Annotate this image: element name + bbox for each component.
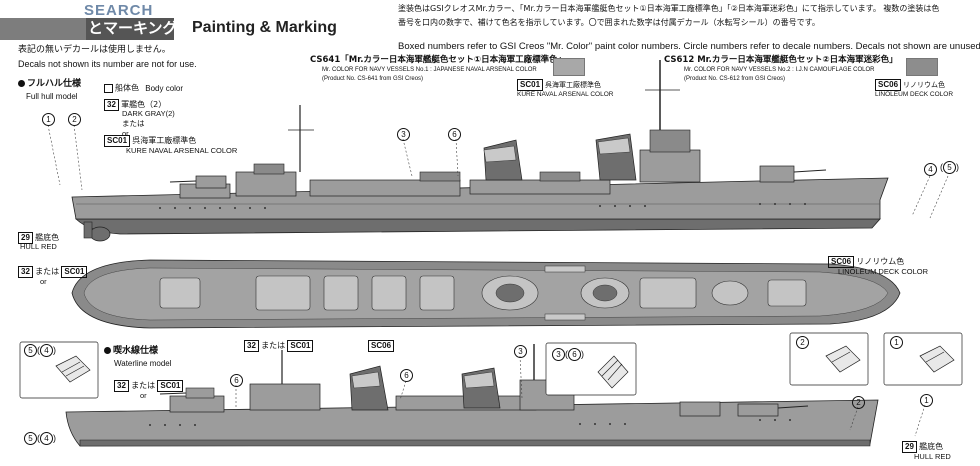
wl-decal-6b: 6 (400, 369, 413, 382)
waterline-or-en: or (140, 391, 147, 400)
c32-label: 32 軍艦色（2） (104, 99, 166, 111)
title-bar: とマーキング (0, 18, 178, 40)
set2-en: Mr. COLOR FOR NAVY VESSELS No.2 : I.J.N … (684, 67, 875, 73)
full-hull-ship (71, 60, 889, 242)
full-hull-en: Full hull model (26, 92, 78, 101)
wl-decal-3: 3 (514, 345, 527, 358)
set2-swatch (906, 58, 938, 76)
title-tab (0, 18, 86, 40)
waterline-ship (65, 344, 879, 447)
set2-title: CS612 Mr.カラー日本海軍艦艇色セット②日本海軍迷彩色」 (664, 55, 898, 65)
title-en: Painting & Marking (192, 19, 337, 36)
sc01-en: KURE NAVAL ARSENAL COLOR (126, 146, 238, 155)
body-color-label: 船体色 Body color (104, 84, 183, 93)
wl-callout-decals-left: 5(4) (24, 344, 56, 357)
decal-note-en: Decals not shown its number are not for … (18, 59, 197, 69)
wl-callout-decals-r2: 1 (890, 336, 903, 349)
set2-swatch-label: SC06 リノリウム色 (875, 79, 945, 91)
decal-note-jp: 表記の無いデカールは使用しません。 (18, 45, 171, 55)
title-jp: とマーキング (88, 19, 178, 37)
wl-callout-decals-mid: 3(6) (552, 348, 584, 361)
c32-en: DARK GRAY(2) (122, 109, 175, 118)
set2-swatch-jp: リノリウム色 (902, 81, 945, 89)
deck-center-sc06-box: SC06 (368, 340, 395, 352)
decal-6-funnel: 6 (448, 128, 461, 141)
deck-center-c32: 32 (244, 340, 259, 352)
waterline-en: Waterline model (114, 359, 172, 368)
set2-swatch-en: LINOLEUM DECK COLOR (875, 91, 954, 98)
set1-en: Mr. COLOR FOR NAVY VESSELS No.1 : JAPANE… (322, 67, 537, 73)
deck-sc06-en: LINOLEUM DECK COLOR (838, 267, 929, 276)
deck-c32-box: 32 (18, 266, 33, 278)
deck-or-en: or (40, 277, 47, 286)
deck-center-label: 32 または SC01 (244, 340, 314, 352)
deck-top-view (71, 259, 901, 329)
instruction-jp-1: 塗装色はGSIクレオスMr.カラー、「Mr.カラー日本海軍艦艇色セット①日本海軍… (398, 4, 940, 13)
wl-decal-6: 6 (230, 374, 243, 387)
decal-patches (55, 345, 955, 389)
hull-red-label: 29 艦底色 (18, 232, 59, 244)
decal-5-stern: (5) (940, 161, 959, 174)
or-jp: または (122, 119, 145, 128)
wl-sc01-box: SC01 (157, 380, 184, 392)
sc06-box: SC06 (875, 79, 902, 91)
deck-c32-label: 32 または SC01 (18, 266, 88, 278)
wl-c32-box: 32 (114, 380, 129, 392)
sc01-label: SC01 呉海軍工廠標準色 (104, 135, 196, 147)
watermark: SEARCH (84, 2, 154, 19)
set1-swatch-jp: 呉海軍工廠標準色 (544, 81, 601, 89)
set1-swatch-label: SC01 呉海軍工廠標準色 (517, 79, 601, 91)
decal-4-stern: 4 (924, 163, 937, 176)
deck-center-sc01: SC01 (287, 340, 314, 352)
wl-decal-1: 1 (920, 394, 933, 407)
decal-3-funnel: 3 (397, 128, 410, 141)
set1-swatch (553, 58, 585, 76)
sc01-box: SC01 (517, 79, 544, 91)
c32-box: 32 (104, 99, 119, 111)
square-icon (104, 84, 113, 93)
wl-callout-decals-r1: 2 (796, 336, 809, 349)
set1-product: (Product No. CS-641 from GSI Creos) (322, 76, 424, 82)
full-hull-label: フルハル仕様 (18, 79, 81, 89)
set1-swatch-en: KURE NAVAL ARSENAL COLOR (517, 91, 614, 98)
deck-center-sc06: SC06 (368, 340, 395, 352)
instruction-en: Boxed numbers refer to GSI Creos "Mr. Co… (398, 41, 980, 52)
deck-sc06-label: SC06 リノリウム色 (828, 256, 904, 268)
waterline-c32-label: 32 または SC01 (114, 380, 184, 392)
sc01-box-legend: SC01 (104, 135, 131, 147)
wl-hull-red-en: HULL RED (914, 452, 951, 461)
or-en: or (122, 129, 129, 138)
decal-2-bow: 2 (68, 113, 81, 126)
bullet-icon (18, 80, 25, 87)
set1-title: CS641「Mr.カラー日本海軍艦艇色セット①日本海軍工廠標準色」 (310, 55, 567, 65)
bullet-icon-2 (104, 347, 111, 354)
wl-bow-decals: 5(4) (24, 432, 56, 445)
c29-box: 29 (18, 232, 33, 244)
wl-hull-red-label: 29 艦底色 (902, 441, 943, 453)
hull-red-en: HULL RED (20, 242, 57, 251)
deck-sc01-box: SC01 (61, 266, 88, 278)
wl-decal-2: 2 (852, 396, 865, 409)
instruction-jp-2: 番号を口内の数字で、補けて色名を指示しています。〇で囲まれた数字は付属デカール（… (398, 18, 820, 27)
set2-product: (Product No. CS-612 from GSI Creos) (684, 76, 786, 82)
decal-1-bow: 1 (42, 113, 55, 126)
waterline-label: 喫水線仕様 (104, 346, 158, 356)
